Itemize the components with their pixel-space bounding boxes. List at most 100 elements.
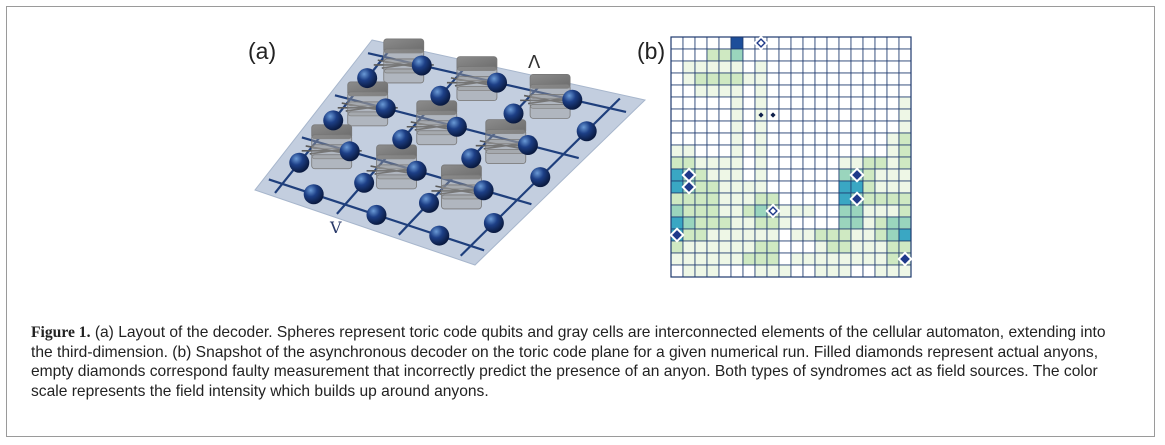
heatmap-cell: [694, 252, 708, 266]
heatmap-cell: [682, 204, 696, 218]
heatmap-cell: [718, 84, 732, 98]
heatmap-cell: [706, 252, 720, 266]
heatmap-cell: [694, 192, 708, 206]
heatmap-cell: [802, 264, 816, 278]
heatmap-cell: [814, 96, 828, 110]
heatmap-cell: [874, 72, 888, 86]
heatmap-cell: [778, 264, 792, 278]
heatmap-cell: [874, 36, 888, 50]
heatmap-cell: [778, 168, 792, 182]
heatmap-cell: [826, 240, 840, 254]
figure-frame: [6, 6, 1155, 437]
heatmap-cell: [766, 252, 780, 266]
heatmap-cell: [706, 204, 720, 218]
heatmap-cell: [826, 156, 840, 170]
heatmap-cell: [802, 132, 816, 146]
heatmap-cell: [874, 144, 888, 158]
heatmap-cell: [826, 204, 840, 218]
heatmap-cell: [694, 60, 708, 74]
heatmap-cell: [826, 120, 840, 134]
heatmap-cell: [742, 156, 756, 170]
heatmap-cell: [802, 216, 816, 230]
heatmap-cell: [694, 120, 708, 134]
heatmap-cell: [682, 48, 696, 62]
qubit-sphere: [303, 184, 324, 205]
automaton-cell: [529, 103, 571, 119]
heatmap-cell: [802, 72, 816, 86]
heatmap-cell: [718, 252, 732, 266]
heatmap-cell: [814, 240, 828, 254]
heatmap-cell: [718, 240, 732, 254]
heatmap-cell: [718, 36, 732, 50]
heatmap-cell: [802, 204, 816, 218]
heatmap-cell: [742, 240, 756, 254]
heatmap-cell: [682, 240, 696, 254]
heatmap-cell: [814, 120, 828, 134]
heatmap-cell: [874, 168, 888, 182]
heatmap-cell: [682, 60, 696, 74]
heatmap-cell: [898, 228, 912, 242]
heatmap-cell: [886, 108, 900, 122]
heatmap-cell: [838, 192, 852, 206]
heatmap-cell: [838, 132, 852, 146]
heatmap-cell: [898, 60, 912, 74]
heatmap-cell: [670, 264, 684, 278]
heatmap-cell: [898, 168, 912, 182]
heatmap-cell: [706, 216, 720, 230]
heatmap-cell: [826, 216, 840, 230]
heatmap-cell: [766, 180, 780, 194]
heatmap-cell: [778, 228, 792, 242]
heatmap-cell: [742, 36, 756, 50]
heatmap-cell: [874, 156, 888, 170]
heatmap-cell: [718, 156, 732, 170]
heatmap-cell: [742, 216, 756, 230]
heatmap-cell: [730, 120, 744, 134]
heatmap-cell: [718, 168, 732, 182]
heatmap-cell: [862, 240, 876, 254]
heatmap-cell: [778, 108, 792, 122]
heatmap-cell: [766, 48, 780, 62]
heatmap-cell: [730, 48, 744, 62]
heatmap-cell: [682, 252, 696, 266]
heatmap-cell: [754, 168, 768, 182]
heatmap-cell: [862, 60, 876, 74]
heatmap-cell: [838, 156, 852, 170]
heatmap-cell: [862, 228, 876, 242]
heatmap-cell: [898, 36, 912, 50]
heatmap-cell: [742, 48, 756, 62]
heatmap-cell: [730, 108, 744, 122]
heatmap-cell: [682, 120, 696, 134]
heatmap-cell: [790, 240, 804, 254]
heatmap-cell: [838, 120, 852, 134]
heatmap-cell: [706, 36, 720, 50]
heatmap-cell: [742, 144, 756, 158]
heatmap-cell: [790, 108, 804, 122]
heatmap-cell: [766, 60, 780, 74]
heatmap-cell: [718, 120, 732, 134]
heatmap-cell: [706, 132, 720, 146]
qubit-sphere: [503, 103, 524, 124]
heatmap-cell: [766, 240, 780, 254]
heatmap-cell: [718, 48, 732, 62]
heatmap-cell: [802, 192, 816, 206]
heatmap-cell: [682, 264, 696, 278]
heatmap-cell: [814, 216, 828, 230]
qubit-sphere: [430, 85, 451, 106]
heatmap-cell: [730, 72, 744, 86]
heatmap-cell: [754, 192, 768, 206]
heatmap-cell: [718, 180, 732, 194]
heatmap-cell: [682, 108, 696, 122]
heatmap-cell: [862, 84, 876, 98]
cellular-automaton-stack: [301, 124, 362, 170]
heatmap-cell: [850, 84, 864, 98]
automaton-cell: [456, 86, 498, 102]
heatmap-cell: [802, 36, 816, 50]
heatmap-cell: [838, 216, 852, 230]
heatmap-cell: [790, 168, 804, 182]
heatmap-cell: [838, 252, 852, 266]
heatmap-cell: [730, 240, 744, 254]
heatmap-cell: [802, 252, 816, 266]
heatmap-cell: [718, 264, 732, 278]
heatmap-cell: [730, 168, 744, 182]
heatmap-cell: [886, 264, 900, 278]
